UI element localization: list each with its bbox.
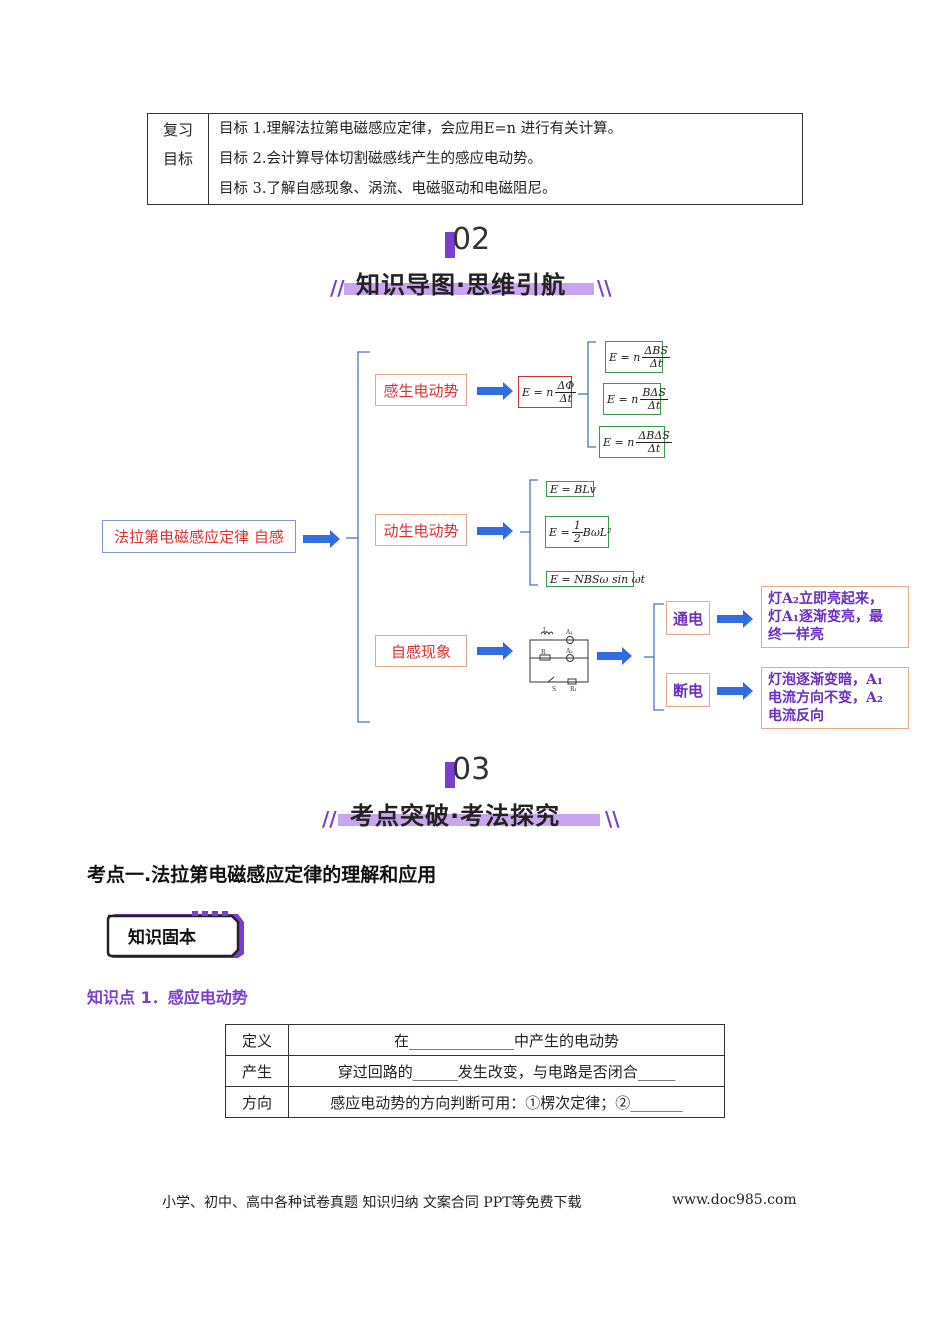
badge-frame (106, 911, 244, 958)
self-on-result: 灯A₂立即亮起来， 灯A₁逐渐变亮，最 终一样亮 (761, 586, 909, 648)
branch-motional-emf: 动生电动势 (375, 514, 467, 546)
goals-table: 复习 目标 目标 1.理解法拉第电磁感应定律，会应用E=n 进行有关计算。 目标… (147, 113, 803, 205)
formula-lhs: E = (549, 525, 570, 539)
branch-self-induction: 自感现象 (375, 635, 467, 667)
svg-text:S: S (552, 686, 556, 693)
formula-num: ΔBΔS (636, 428, 672, 443)
formula-den: Δt (649, 356, 663, 370)
goals-label-line1: 复习 (163, 121, 194, 139)
on-line-3: 终一样亮 (768, 627, 824, 643)
table-key: 产生 (225, 1055, 289, 1087)
section-number: 02 (452, 222, 491, 257)
formula-motional-1: E = BLv (546, 481, 596, 497)
section-title: 知识导图·思维引航 (356, 271, 567, 299)
formula-den: Δt (647, 398, 661, 412)
table-row: 产生穿过回路的______发生改变，与电路是否闭合_____ (225, 1055, 725, 1087)
formula-num: 1 (571, 518, 583, 533)
formula-faraday-den: Δt (559, 391, 572, 405)
svg-text:L: L (543, 627, 547, 634)
svg-text:R: R (541, 649, 546, 656)
topic-heading: 考点一.法拉第电磁感应定律的理解和应用 (87, 864, 437, 886)
knowledge-point: 知识点 1．感应电动势 (87, 988, 248, 1007)
svg-text:A₁: A₁ (565, 629, 573, 636)
formula-lhs: E = n (609, 350, 641, 364)
section-number-bar (445, 762, 455, 788)
goals-label-cell: 复习 目标 (148, 114, 209, 204)
section-number: 03 (452, 752, 491, 787)
formula-num: BΔS (640, 385, 668, 400)
mindmap-connectors: L A₁ R A₂ S R₁ (303, 341, 753, 723)
goal-1: 目标 1.理解法拉第电磁感应定律，会应用E=n 进行有关计算。 (219, 121, 623, 137)
section-title: 考点突破·考法探究 (350, 802, 561, 830)
knowledge-table: 定义在______________中产生的电动势 产生穿过回路的______发生… (225, 1024, 725, 1118)
svg-text:R₁: R₁ (570, 686, 577, 693)
formula-faraday-num: ΔΦ (555, 378, 577, 393)
footer-url[interactable]: www.doc985.com (672, 1192, 797, 1208)
footer-text: 小学、初中、高中各种试卷真题 知识归纳 文案合同 PPT等免费下载 (162, 1195, 582, 1211)
self-on-label: 通电 (666, 601, 710, 635)
table-key: 定义 (225, 1024, 289, 1056)
table-key: 方向 (225, 1086, 289, 1118)
section-number-bar (445, 232, 455, 258)
table-value: 感应电动势的方向判断可用：①楞次定律；②_______ (288, 1086, 725, 1118)
on-line-2: 灯A₁逐渐变亮，最 (768, 609, 883, 625)
goals-label-line2: 目标 (163, 150, 194, 168)
off-line-3: 电流反向 (768, 708, 824, 724)
self-off-result: 灯泡逐渐变暗，A₁ 电流方向不变，A₂ 电流反向 (761, 667, 909, 729)
banner-highlight (344, 283, 594, 295)
formula-rest: BωL² (582, 525, 612, 539)
formula-lhs: E = n (607, 392, 639, 406)
formula-faraday-lhs: E = n (522, 385, 554, 399)
branch-induced-emf: 感生电动势 (375, 374, 467, 406)
formula-den: Δt (647, 441, 661, 455)
formula-motional-3: E = NBSω sin ωt (546, 571, 645, 587)
off-line-2: 电流方向不变，A₂ (768, 690, 883, 706)
on-line-1: 灯A₂立即亮起来， (768, 591, 883, 607)
mindmap-root: 法拉第电磁感应定律 自感 (102, 520, 296, 553)
badge-label: 知识固本 (128, 928, 196, 948)
table-value: 穿过回路的______发生改变，与电路是否闭合_____ (288, 1055, 725, 1087)
svg-text:A₂: A₂ (565, 648, 573, 655)
table-value: 在______________中产生的电动势 (288, 1024, 725, 1056)
formula-den: 2 (573, 531, 581, 545)
off-line-1: 灯泡逐渐变暗，A₁ (768, 672, 883, 688)
banner-slash-left: // (330, 276, 345, 300)
goal-2: 目标 2.会计算导体切割磁感线产生的感应电动势。 (219, 151, 542, 167)
self-off-label: 断电 (666, 673, 710, 707)
banner-slash-left: // (322, 807, 337, 831)
banner-slash-right: \\ (597, 276, 612, 300)
table-row: 定义在______________中产生的电动势 (225, 1024, 725, 1056)
banner-slash-right: \\ (605, 807, 620, 831)
circuit-diagram (529, 631, 589, 685)
formula-num: ΔBS (642, 343, 670, 358)
table-row: 方向感应电动势的方向判断可用：①楞次定律；②_______ (225, 1086, 725, 1118)
banner-highlight (338, 814, 600, 826)
goal-3: 目标 3.了解自感现象、涡流、电磁驱动和电磁阻尼。 (219, 181, 557, 197)
formula-lhs: E = n (603, 435, 635, 449)
